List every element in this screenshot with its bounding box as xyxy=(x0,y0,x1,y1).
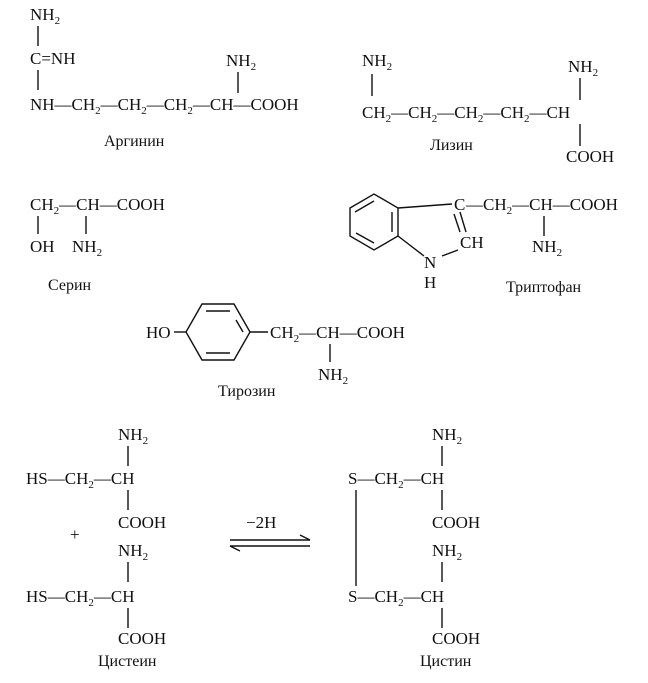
lysine-alpha-nh2: NH xyxy=(568,57,593,76)
equilibrium-arrows: −2H xyxy=(229,513,311,552)
tryptophan-n: N xyxy=(424,253,436,272)
tryptophan-label: Триптофан xyxy=(506,279,582,296)
cysteine1-chain: HS—CH xyxy=(26,469,88,488)
tryptophan-nh2: NH xyxy=(532,237,557,256)
tryptophan-chain: —CH xyxy=(465,195,507,214)
cystine-label: Цистин xyxy=(420,653,472,670)
svg-text:NH2: NH2 xyxy=(30,5,60,27)
lysine-cooh: COOH xyxy=(566,147,614,166)
cystine1-nh2: NH xyxy=(432,425,457,444)
lysine-chain: CH xyxy=(362,103,386,122)
svg-text:CH2—CH—COOH: CH2—CH—COOH xyxy=(270,323,405,345)
tyrosine-chain: CH xyxy=(270,323,294,342)
svg-text:NH2: NH2 xyxy=(568,57,598,79)
svg-text:HS—CH2—CH: HS—CH2—CH xyxy=(26,469,134,491)
lysine-structure: NH2 CH2—CH2—CH2—CH2—CH NH2 COOH Лизин xyxy=(362,51,614,166)
svg-text:NH2: NH2 xyxy=(118,425,148,447)
tryptophan-ch: CH xyxy=(460,233,484,252)
reaction-label: −2H xyxy=(246,513,276,532)
tyrosine-nh2: NH xyxy=(318,365,343,384)
plus-sign: + xyxy=(70,525,80,544)
cysteine2-nh2: NH xyxy=(118,541,143,560)
tyrosine-structure: HO CH2—CH—COOH NH2 Тирозин xyxy=(146,303,405,400)
svg-text:CH2—CH—COOH: CH2—CH—COOH xyxy=(30,195,165,217)
cysteine1-cooh: COOH xyxy=(118,513,166,532)
serine-chain: CH xyxy=(30,195,54,214)
svg-text:NH2: NH2 xyxy=(318,365,348,387)
svg-text:NH2: NH2 xyxy=(362,51,392,73)
cysteine1-nh2: NH xyxy=(118,425,143,444)
svg-text:HS—CH2—CH: HS—CH2—CH xyxy=(26,587,134,609)
lysine-label: Лизин xyxy=(430,137,473,154)
arginine-guanidino-nh2: NH xyxy=(30,5,55,24)
svg-text:NH2: NH2 xyxy=(226,51,256,73)
tryptophan-c3: C xyxy=(454,195,465,214)
svg-text:NH2: NH2 xyxy=(72,237,102,259)
cystine2-cooh: COOH xyxy=(432,629,480,648)
svg-text:NH2: NH2 xyxy=(532,237,562,259)
svg-text:S—CH2—CH: S—CH2—CH xyxy=(348,469,444,491)
cystine1-cooh: COOH xyxy=(432,513,480,532)
cysteine-structure: NH2 HS—CH2—CH COOH + NH2 HS—CH2—CH COOH … xyxy=(26,425,166,670)
arginine-alpha-nh2: NH xyxy=(226,51,251,70)
svg-text:CH2—CH2—CH2—CH2—CH: CH2—CH2—CH2—CH2—CH xyxy=(362,103,570,125)
lysine-epsilon-nh2: NH xyxy=(362,51,387,70)
cysteine2-cooh: COOH xyxy=(118,629,166,648)
svg-text:NH2: NH2 xyxy=(118,541,148,563)
svg-text:NH2: NH2 xyxy=(432,541,462,563)
cystine-structure: NH2 S—CH2—CH COOH NH2 S—CH2—CH COOH Цист… xyxy=(348,425,480,670)
arginine-chain-start: NH—CH xyxy=(30,95,95,114)
cystine2-chain: S—CH xyxy=(348,587,398,606)
arginine-c-eq-nh: C=NH xyxy=(30,49,75,68)
cystine1-chain: S—CH xyxy=(348,469,398,488)
arginine-structure: NH2 C=NH NH—CH2—CH2—CH2—CH—COOH NH2 Арги… xyxy=(30,5,299,150)
svg-text:S—CH2—CH: S—CH2—CH xyxy=(348,587,444,609)
tryptophan-structure: C —CH2—CH—COOH CH N H NH2 Триптофан xyxy=(349,193,618,296)
svg-text:NH—CH2—CH2—CH2—CH—COOH: NH—CH2—CH2—CH2—CH—COOH xyxy=(30,95,299,117)
serine-label: Серин xyxy=(48,277,92,294)
cystine2-nh2: NH xyxy=(432,541,457,560)
cysteine-label: Цистеин xyxy=(98,653,157,670)
cysteine2-chain: HS—CH xyxy=(26,587,88,606)
svg-text:—CH2—CH—COOH: —CH2—CH—COOH xyxy=(465,195,618,217)
tyrosine-ho: HO xyxy=(146,323,171,342)
svg-text:NH2: NH2 xyxy=(432,425,462,447)
serine-nh2: NH xyxy=(72,237,97,256)
tyrosine-label: Тирозин xyxy=(218,383,276,400)
arginine-label: Аргинин xyxy=(104,133,165,150)
tryptophan-h: H xyxy=(424,273,436,292)
serine-structure: CH2—CH—COOH OH NH2 Серин xyxy=(30,195,165,294)
serine-oh: OH xyxy=(30,237,55,256)
